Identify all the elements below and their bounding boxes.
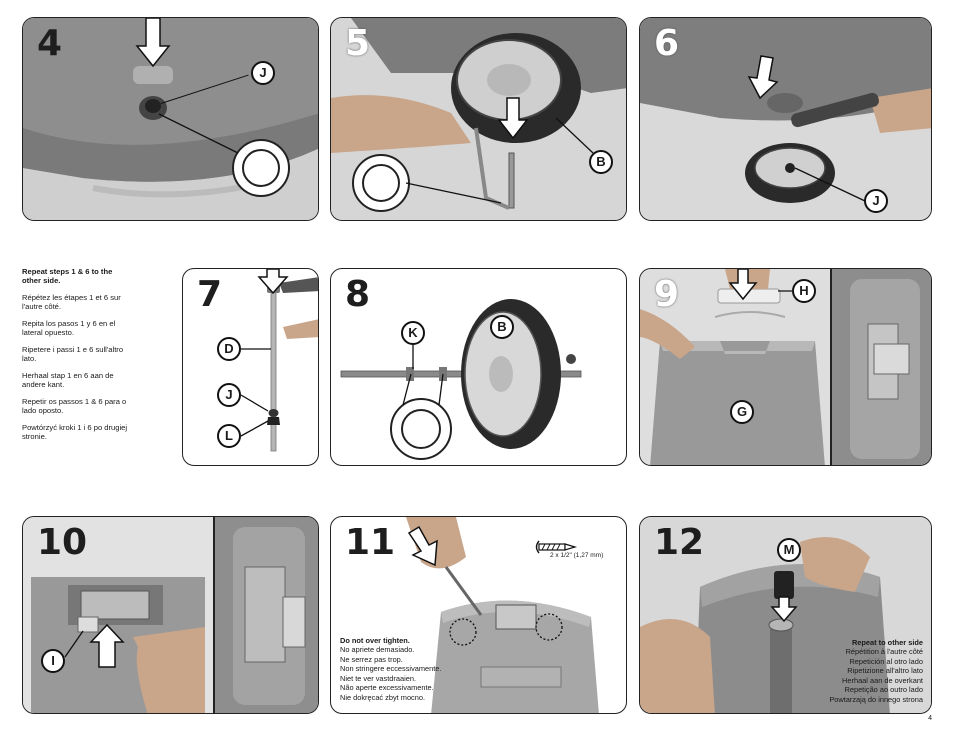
part-callout-m: M [777, 538, 801, 562]
repeat-note-line: Répétition à l'autre côté [845, 647, 923, 657]
step-number: 12 [654, 522, 705, 563]
step-4-panel: 4 J [22, 17, 319, 221]
repeat-note-line: Ripetizione all'altro lato [847, 666, 923, 676]
repeat-instruction-fr: Répétez les étapes 1 et 6 sur l'autre cô… [22, 292, 121, 312]
repeat-instruction-it: Ripetere i passi 1 e 6 sull'altro lato. [22, 344, 124, 364]
screw-size-label: 2 x 1/2" (1,27 mm) [550, 552, 604, 559]
step-7-photo [240, 269, 318, 452]
part-callout-j: J [217, 383, 241, 407]
step-5-photo [331, 18, 626, 220]
step-number: 6 [654, 23, 680, 64]
part-callout-j: J [251, 61, 275, 85]
over-tighten-warning: Do not over tighten. No apriete demasiad… [340, 636, 441, 702]
repeat-instruction-en: Repeat steps 1 & 6 to the other side. [22, 267, 113, 286]
warning-line: Do not over tighten. [340, 636, 410, 645]
step-11-panel: 11 2 x 1/2" (1,27 mm) Do not over tighte… [330, 516, 627, 714]
repeat-instruction-nl: Herhaal stap 1 en 6 aan de andere kant. [22, 370, 114, 390]
step-number: 5 [345, 23, 371, 64]
part-callout-b: B [490, 315, 514, 339]
repeat-instruction-pt: Repetir os passos 1 & 6 para o lado opos… [22, 396, 127, 416]
repeat-note-line: Repetição ao outro lado [844, 685, 923, 695]
part-callout-d: D [217, 337, 241, 361]
step-6-panel: 6 J [639, 17, 932, 221]
warning-line: No apriete demasiado. [340, 645, 415, 655]
step-9-panel: 9 H G [639, 268, 932, 466]
repeat-note-line: Repeat to other side [851, 638, 923, 647]
step-number: 10 [37, 522, 88, 563]
step-number: 7 [197, 274, 223, 315]
repeat-note-line: Repetición al otro lado [849, 656, 923, 666]
repeat-instruction-pl: Powtórzyć kroki 1 i 6 po drugiej stronie… [22, 422, 128, 442]
step-number: 11 [345, 522, 396, 563]
warning-line: Niet te ver vastdraaien. [340, 673, 416, 683]
step-6-photo [640, 18, 931, 220]
step-5-panel: 5 B [330, 17, 627, 221]
step-number: 9 [654, 274, 680, 315]
step-12-panel: 12 M Repeat to other side Répétition à l… [639, 516, 932, 714]
repeat-note-line: Herhaal aan de overkant [842, 675, 923, 685]
step-10-photo [23, 517, 318, 713]
step-11-photo [406, 517, 599, 713]
step-9-photo [640, 269, 931, 465]
step-8-panel: 8 K B [330, 268, 627, 466]
part-callout-g: G [730, 400, 754, 424]
step-4-photo [23, 18, 318, 220]
part-callout-l: L [217, 424, 241, 448]
warning-line: Ne serrez pas trop. [340, 654, 403, 664]
warning-line: Nie dokręcać zbyt mocno. [340, 692, 426, 702]
repeat-instruction-es: Repita los pasos 1 y 6 en el lateral opu… [22, 318, 116, 338]
step-number: 8 [345, 274, 371, 315]
step-7-panel: 7 D J L [182, 268, 319, 466]
part-callout-i: I [41, 649, 65, 673]
repeat-instructions: Repeat steps 1 & 6 to the other side. Ré… [22, 267, 132, 449]
warning-line: Non stringere eccessivamente. [340, 664, 442, 674]
screw-icon [535, 540, 578, 554]
part-callout-h: H [792, 279, 816, 303]
part-callout-j: J [864, 189, 888, 213]
part-callout-b: B [589, 150, 613, 174]
part-callout-k: K [401, 321, 425, 345]
step-number: 4 [37, 23, 63, 64]
step-10-panel: 10 I [22, 516, 319, 714]
warning-line: Não aperte excessivamente. [340, 683, 434, 693]
repeat-note-line: Powtarzają do innego strona [829, 694, 923, 704]
page-number: 4 [928, 715, 932, 722]
repeat-other-side-note: Repeat to other side Répétition à l'autr… [829, 638, 923, 704]
step-8-photo [340, 299, 582, 460]
